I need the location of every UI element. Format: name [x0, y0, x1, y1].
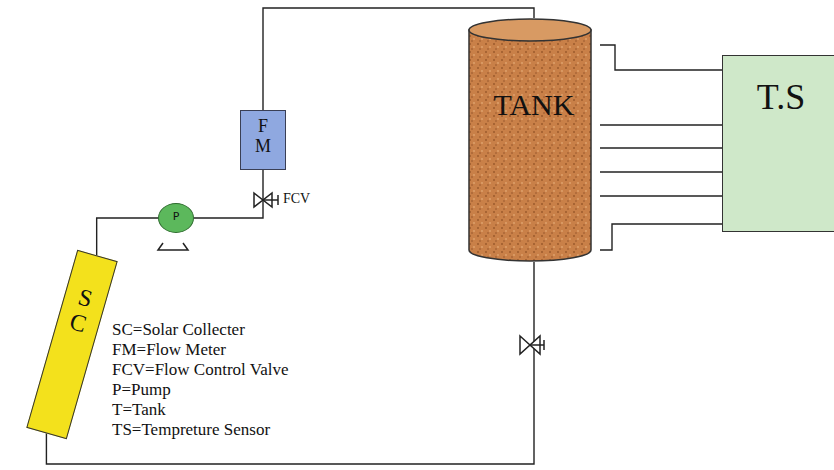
legend-note: FM=Flow Meter [112, 340, 226, 360]
pump-circle: P [158, 203, 194, 233]
pipe-line [46, 262, 534, 464]
node-label: P [159, 211, 193, 223]
pipe-line [194, 170, 263, 218]
connector-line [600, 124, 722, 125]
connector-line [46, 262, 534, 464]
storage-tank: TANK [468, 18, 600, 262]
connector-line [600, 195, 722, 196]
sensor-wire [600, 224, 722, 250]
legend-note: P=Pump [112, 380, 171, 400]
valve-handle [277, 195, 279, 205]
pump-stand [158, 243, 188, 250]
valve-stem [263, 199, 278, 201]
valve-label: FCV [283, 191, 310, 207]
node-label: S C [61, 281, 103, 340]
connector-line [97, 218, 158, 256]
valve-handle [543, 340, 545, 350]
tank-cylinder [468, 18, 592, 262]
drain-valve [520, 336, 544, 354]
connector-line [600, 171, 722, 172]
solar-collector: S C [26, 250, 117, 439]
legend-note: FCV=Flow Control Valve [112, 360, 288, 380]
connector-line [600, 147, 722, 148]
sensor-wire [600, 196, 722, 197]
sensor-wire [600, 172, 722, 173]
connector-line [600, 224, 722, 250]
sensor-wire [600, 45, 722, 70]
legend-note: SC=Solar Collecter [112, 320, 245, 340]
sensor-wire [600, 148, 722, 149]
node-label: F M [252, 117, 274, 157]
sensor-box: T.S [722, 55, 834, 232]
flow-meter-box: F M [240, 110, 286, 170]
legend-note: T=Tank [112, 400, 166, 420]
valve-stem [530, 344, 544, 346]
node-label: T.S [723, 78, 834, 118]
pipe-line [97, 218, 158, 256]
legend-note: TS=Tempreture Sensor [112, 420, 270, 440]
sensor-wire [600, 125, 722, 126]
connector-line [600, 45, 722, 70]
connector-line [194, 170, 263, 218]
node-label: TANK [468, 88, 600, 121]
flow-control-valve [254, 193, 278, 207]
pump-base [158, 243, 188, 250]
